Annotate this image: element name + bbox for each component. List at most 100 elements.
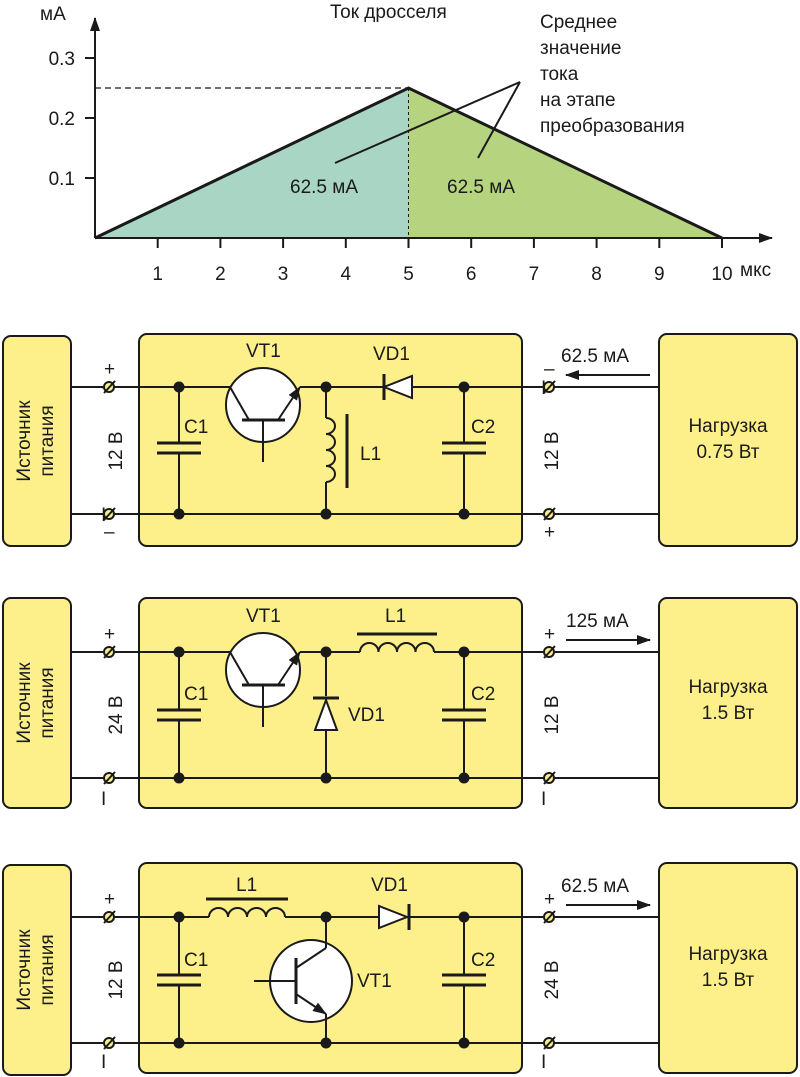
source-label-line1: Источник bbox=[14, 662, 35, 744]
node bbox=[173, 381, 185, 393]
load-label-line1: Нагрузка bbox=[688, 944, 768, 965]
current-label: 125 мА bbox=[566, 611, 629, 632]
node bbox=[320, 772, 332, 784]
current-curve bbox=[94, 86, 723, 240]
node bbox=[458, 508, 470, 520]
vt1-collector bbox=[229, 651, 250, 686]
input-voltage: 24 В bbox=[106, 695, 127, 734]
load-label-line2: 1.5 Вт bbox=[702, 703, 755, 724]
annotation-pointer-left bbox=[334, 81, 521, 164]
annotation-line-3: тока bbox=[540, 64, 579, 85]
annotation-line-2: значение bbox=[540, 38, 622, 59]
circuit-buck: Источник питания Нагрузка 1.5 Вт + I + I… bbox=[2, 597, 798, 810]
minus-sign-in: – bbox=[104, 522, 115, 543]
source-label-line2: питания bbox=[37, 934, 58, 1005]
l1-label: L1 bbox=[360, 444, 381, 465]
terminal-out-top: + bbox=[544, 889, 555, 910]
c1-label: C1 bbox=[184, 950, 208, 971]
y-tick-label: 0.3 bbox=[49, 49, 75, 70]
source-label-line2: питания bbox=[37, 667, 58, 738]
vd1-label: VD1 bbox=[348, 705, 385, 726]
c1-label: C1 bbox=[184, 417, 208, 438]
current-label: 62.5 мА bbox=[561, 876, 629, 897]
input-voltage: 12 В bbox=[106, 431, 127, 470]
vt1-collector bbox=[229, 386, 250, 421]
c2-label: C2 bbox=[471, 950, 495, 971]
diode-vd1 bbox=[378, 904, 410, 930]
minus-sign-out: – bbox=[544, 359, 555, 380]
inductor-l1 bbox=[208, 907, 286, 918]
terminal-in-bottom: I bbox=[101, 1052, 106, 1073]
circuit-boost: Источник питания Нагрузка 1.5 Вт + I + I… bbox=[2, 862, 798, 1076]
load-label-line1: Нагрузка bbox=[688, 677, 768, 698]
load-label-line2: 0.75 Вт bbox=[696, 442, 759, 463]
node bbox=[320, 381, 332, 393]
vt1-collector bbox=[295, 947, 327, 969]
right-area-value: 62.5 мА bbox=[447, 177, 515, 198]
load-label-line2: 1.5 Вт bbox=[702, 970, 755, 991]
terminal-out-top: + bbox=[544, 624, 555, 645]
source-label-line2: питания bbox=[37, 405, 58, 476]
left-area-value: 62.5 мА bbox=[290, 177, 358, 198]
l1-label: L1 bbox=[236, 875, 257, 896]
node bbox=[173, 911, 185, 923]
plus-sign-in: + bbox=[104, 359, 115, 380]
node bbox=[173, 772, 185, 784]
terminal-symbols bbox=[103, 645, 556, 785]
x-tick-label: 2 bbox=[215, 264, 226, 285]
terminal-in-top: + bbox=[104, 889, 115, 910]
diode-vd1 bbox=[381, 374, 413, 400]
node bbox=[458, 646, 470, 658]
current-label: 62.5 мА bbox=[561, 346, 629, 367]
terminal-symbols bbox=[103, 380, 556, 521]
source-box bbox=[2, 597, 72, 809]
node bbox=[320, 911, 332, 923]
terminal-out-bottom: I bbox=[541, 789, 546, 810]
vt1-emitter bbox=[295, 993, 327, 1015]
vt1-label: VT1 bbox=[246, 341, 281, 362]
node bbox=[458, 381, 470, 393]
node bbox=[458, 911, 470, 923]
load-box bbox=[658, 333, 798, 547]
y-tick-label: 0.2 bbox=[49, 109, 75, 130]
source-box bbox=[2, 864, 72, 1076]
source-label-line1: Источник bbox=[14, 400, 35, 482]
x-tick-label: 9 bbox=[654, 264, 665, 285]
c2-label: C2 bbox=[471, 684, 495, 705]
x-tick-label: 8 bbox=[591, 264, 602, 285]
output-voltage: 24 В bbox=[542, 960, 563, 999]
terminal-in-bottom: I bbox=[101, 789, 106, 810]
y-unit-label: мА bbox=[40, 4, 66, 25]
y-tick-label: 0.1 bbox=[49, 169, 75, 190]
output-voltage: 12 В bbox=[542, 431, 563, 470]
annotation-line-1: Среднее bbox=[540, 12, 617, 33]
node bbox=[320, 1037, 332, 1049]
x-tick-label: 7 bbox=[529, 264, 540, 285]
terminal-in-top: + bbox=[104, 624, 115, 645]
annotation-line-5: преобразования bbox=[540, 116, 685, 137]
inductor-l1 bbox=[359, 642, 435, 653]
load-box bbox=[658, 862, 798, 1074]
source-box bbox=[2, 335, 72, 547]
x-tick-label: 3 bbox=[278, 264, 289, 285]
node bbox=[320, 508, 332, 520]
node bbox=[458, 1037, 470, 1049]
x-unit-label: мкс bbox=[740, 260, 771, 281]
c1-label: C1 bbox=[184, 684, 208, 705]
vt1-label: VT1 bbox=[357, 971, 392, 992]
node bbox=[173, 646, 185, 658]
inductor-l1 bbox=[325, 417, 336, 483]
load-box bbox=[658, 597, 798, 809]
vt1-label: VT1 bbox=[246, 606, 281, 627]
output-voltage: 12 В bbox=[542, 695, 563, 734]
x-tick-label: 6 bbox=[466, 264, 477, 285]
node bbox=[173, 508, 185, 520]
plus-sign-out: + bbox=[544, 522, 555, 543]
vd1-label: VD1 bbox=[373, 344, 410, 365]
vt1-emitter bbox=[277, 386, 301, 421]
node bbox=[173, 1037, 185, 1049]
input-voltage: 12 В bbox=[106, 960, 127, 999]
